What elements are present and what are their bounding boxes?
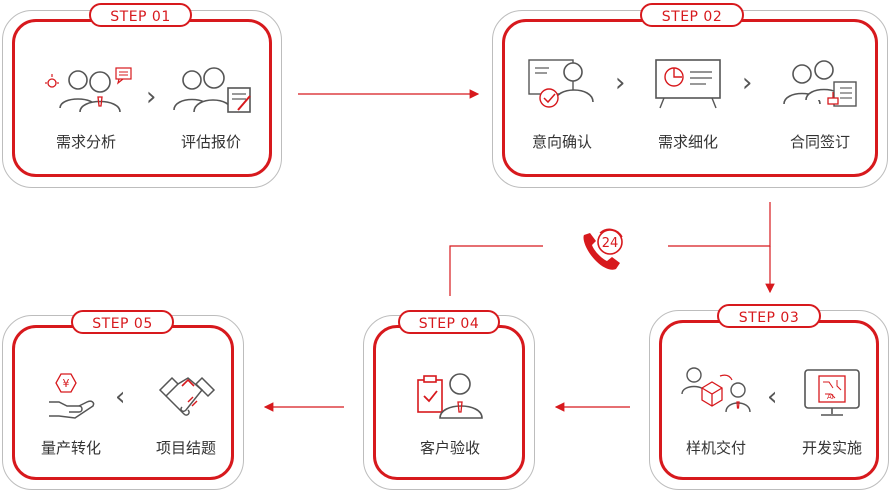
- step-03-label: STEP 03: [717, 304, 821, 328]
- step-04-inner: [373, 325, 525, 480]
- svg-text:24: 24: [602, 236, 619, 251]
- ai-chip-monitor-icon: AI: [803, 368, 861, 418]
- step-item-label: 项目结题: [155, 439, 217, 457]
- mass-production-icon: ¥: [45, 372, 99, 422]
- chevron-right-icon: ›: [146, 82, 157, 112]
- demand-analysis-icon: [44, 66, 134, 116]
- step-item-label: 开发实施: [801, 439, 863, 457]
- quotation-icon: [170, 66, 254, 116]
- step-item-label: 量产转化: [40, 439, 102, 457]
- step-01-label: STEP 01: [89, 3, 192, 27]
- chevron-right-icon: ›: [742, 68, 753, 98]
- step-item-label: 评估报价: [180, 133, 242, 151]
- chevron-left-icon: ‹: [115, 382, 126, 412]
- step-item-label: 意向确认: [531, 133, 593, 151]
- svg-text:AI: AI: [827, 393, 834, 401]
- step-item-label: 需求细化: [657, 133, 719, 151]
- step-item-label: 需求分析: [55, 133, 117, 151]
- handshake-icon: [158, 372, 216, 422]
- step-item-label: 客户验收: [419, 439, 481, 457]
- intent-confirm-icon: [527, 58, 597, 110]
- presentation-board-icon: [652, 58, 724, 110]
- customer-acceptance-icon: [414, 370, 486, 422]
- step-02-label: STEP 02: [640, 3, 744, 27]
- step-04-label: STEP 04: [398, 310, 500, 334]
- phone-24-icon: 24: [578, 225, 630, 273]
- step-05-label: STEP 05: [71, 310, 174, 334]
- connector-step2-down: [668, 202, 771, 247]
- connector-to-step4: [449, 245, 543, 296]
- chevron-right-icon: ›: [615, 68, 626, 98]
- chevron-left-icon: ‹: [767, 382, 778, 412]
- contract-sign-icon: [780, 58, 860, 110]
- prototype-delivery-icon: [680, 366, 756, 416]
- svg-text:¥: ¥: [63, 377, 70, 390]
- step-item-label: 合同签订: [789, 133, 851, 151]
- step-item-label: 样机交付: [685, 439, 747, 457]
